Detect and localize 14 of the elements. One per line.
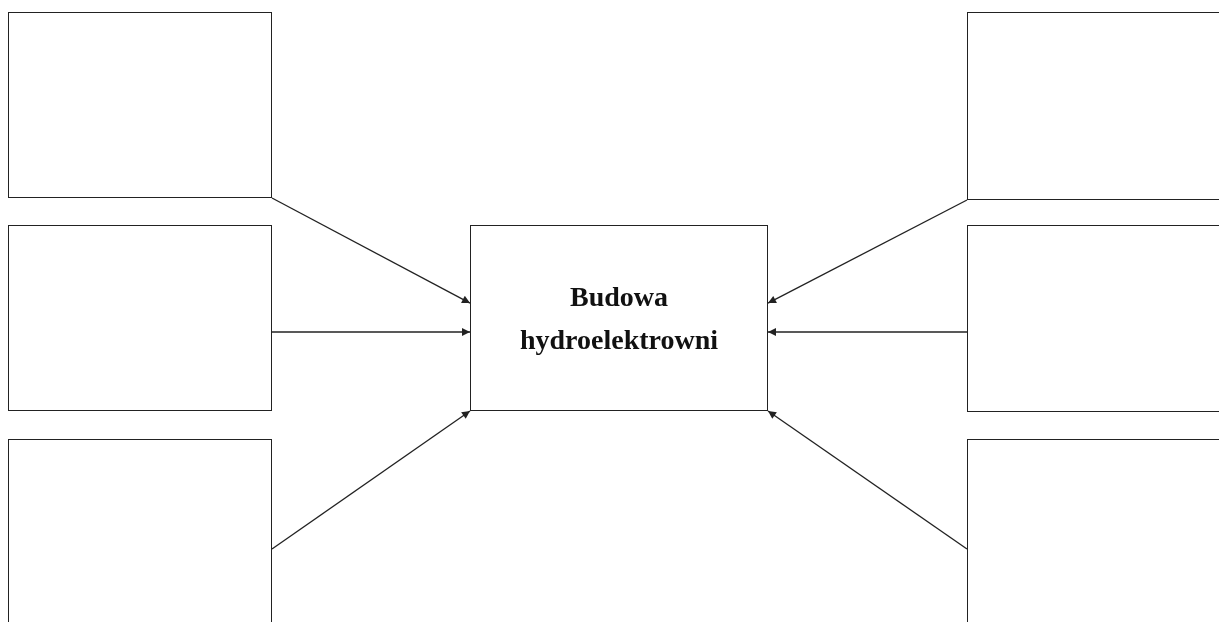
process-box: [470, 225, 768, 411]
empty-box: [8, 439, 272, 622]
empty-box: [8, 12, 272, 198]
arrow: [767, 410, 968, 550]
arrow: [271, 197, 471, 304]
arrow: [767, 328, 968, 336]
empty-box: [8, 225, 272, 411]
arrow: [271, 410, 471, 550]
arrow: [767, 199, 968, 304]
box-label: Budowa hydroelektrowni: [518, 279, 720, 357]
empty-box: [967, 12, 1219, 200]
arrow: [271, 328, 471, 336]
empty-box: [967, 225, 1219, 412]
empty-box: [967, 439, 1219, 622]
